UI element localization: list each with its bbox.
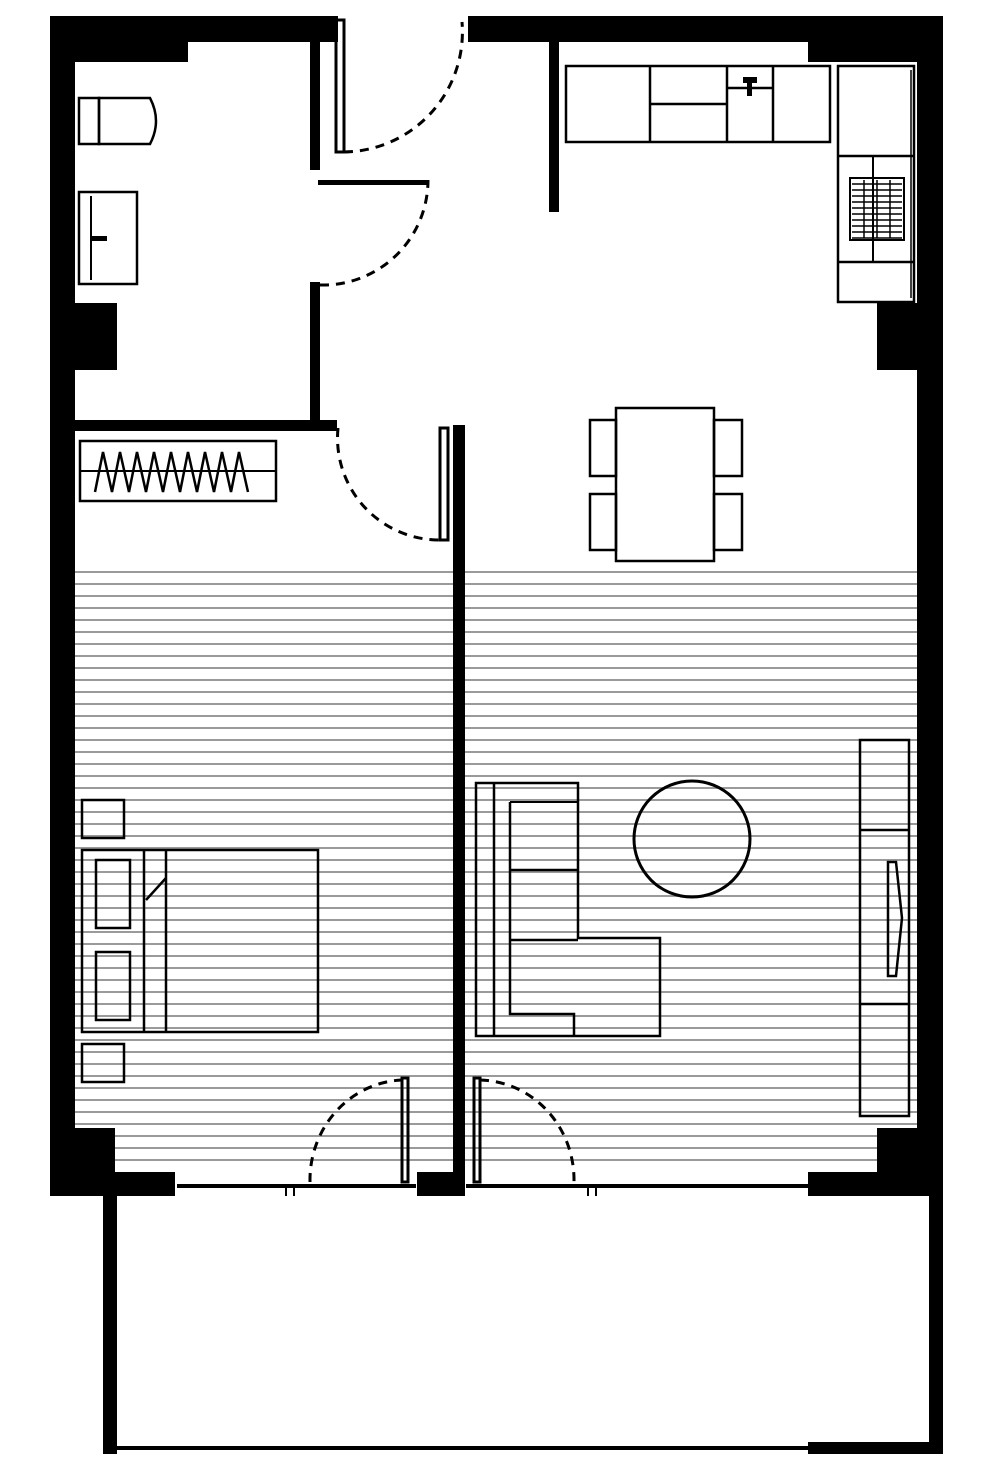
bathroom-door: [319, 179, 430, 287]
balcony-doors: [177, 1076, 808, 1196]
dining-chairs: [588, 418, 744, 552]
dining-table: [614, 406, 716, 563]
exterior-walls: [50, 16, 943, 1196]
bedside-table-top: [80, 798, 126, 840]
balcony: [103, 1196, 943, 1454]
bathroom-vanity: [77, 190, 139, 286]
entry-door: [334, 18, 464, 154]
sofa: [474, 781, 662, 1038]
coffee-table: [632, 779, 752, 899]
kitchen-counter: [564, 64, 832, 144]
double-bed: [80, 848, 320, 1034]
interior-walls: [75, 36, 559, 1195]
bedside-table-bottom: [80, 1042, 126, 1084]
living-floor-hatching: [465, 571, 917, 1161]
kitchen-appliances: [836, 64, 916, 304]
bedroom-floor-hatching: [75, 571, 453, 1161]
tv-unit: [858, 738, 911, 1118]
bedroom-wardrobe: [78, 439, 278, 503]
stove-grate-icon: [849, 177, 905, 241]
toilet: [77, 96, 158, 146]
bedroom-door: [336, 426, 450, 542]
tv-icon: [886, 860, 904, 978]
